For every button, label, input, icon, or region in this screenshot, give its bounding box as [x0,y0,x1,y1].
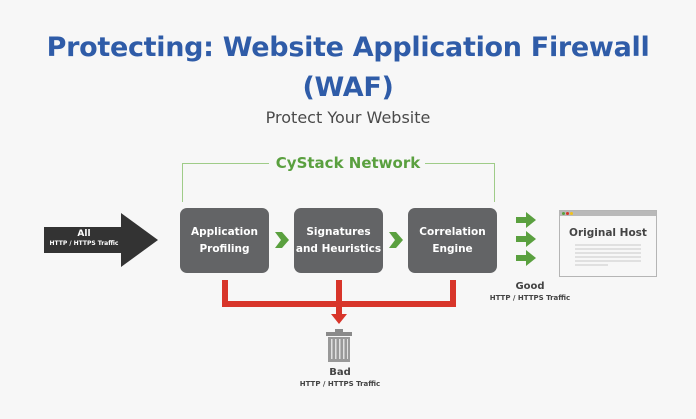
stage-label-line2: and Heuristics [295,242,382,255]
window-dot-icon [570,212,573,215]
text-line [575,252,641,254]
stage-label-line1: Correlation [419,225,486,238]
network-bracket-right [425,163,495,202]
chevron-right-icon [389,232,403,248]
input-traffic-label: All HTTP / HTTPS Traffic [44,229,124,248]
stage-label-line2: Engine [432,242,473,255]
network-bracket-left [182,163,269,202]
bad-traffic-label: Bad HTTP / HTTPS Traffic [290,366,390,390]
host-title: Original Host [569,227,647,239]
text-line [575,248,641,250]
page-subtitle: Protect Your Website [265,108,431,127]
bad-path-drop-2 [336,280,342,307]
text-line [575,264,608,266]
stage-label-line1: Signatures [306,225,371,238]
bad-path-drop-1 [222,280,228,307]
bad-sublabel: HTTP / HTTPS Traffic [299,380,381,388]
input-label: All [77,229,91,239]
trash-can-icon [326,329,352,362]
bad-path-drop-3 [450,280,456,307]
good-label: Good [515,281,545,292]
network-label: CyStack Network [275,154,421,172]
window-dot-icon [566,212,569,215]
text-line [575,244,641,246]
browser-titlebar [560,211,656,216]
input-arrow-icon [44,213,158,267]
page-title-line-1: Protecting: Website Application Firewall [46,32,650,63]
arrow-right-icon [516,231,536,247]
window-dot-icon [562,212,565,215]
input-sublabel: HTTP / HTTPS Traffic [49,240,119,247]
bad-label: Bad [329,367,351,378]
arrow-right-icon [516,212,536,228]
stage-label-line2: Profiling [199,242,250,255]
arrow-right-icon [516,250,536,266]
chevron-right-icon [275,232,289,248]
arrow-down-icon [331,314,347,324]
text-line [575,256,641,258]
good-sublabel: HTTP / HTTPS Traffic [489,294,571,302]
good-traffic-label: Good HTTP / HTTPS Traffic [480,280,580,304]
page-title-line-2: (WAF) [302,72,394,103]
text-line [575,260,641,262]
bad-path-stem [336,301,342,316]
stage-label-line1: Application [191,225,258,238]
stage-signatures-heuristics: Signatures and Heuristics [294,208,383,273]
original-host-window: Original Host [559,210,657,277]
